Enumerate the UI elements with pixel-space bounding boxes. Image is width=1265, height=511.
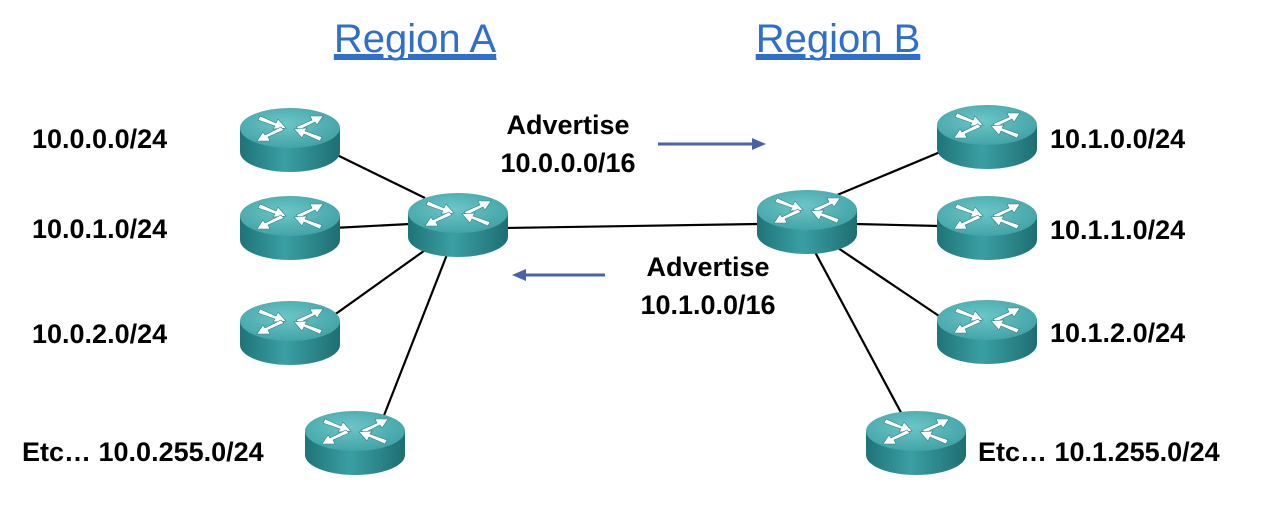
advertisement-to-b: Advertise 10.0.0.0/16 bbox=[500, 110, 766, 178]
network-label-a-0: 10.0.0.0/24 bbox=[32, 124, 167, 154]
advertisement-to-a: Advertise 10.1.0.0/16 bbox=[512, 252, 776, 320]
router-icon bbox=[304, 410, 406, 476]
advertise-to-a-verb: Advertise bbox=[646, 252, 769, 282]
network-label-a-1: 10.0.1.0/24 bbox=[32, 214, 167, 244]
router-icon bbox=[756, 189, 858, 255]
advertise-to-b-verb: Advertise bbox=[506, 110, 629, 140]
network-label-b-1: 10.1.1.0/24 bbox=[1050, 215, 1185, 245]
link-b-2 bbox=[837, 247, 943, 319]
link-a-3 bbox=[381, 251, 450, 419]
network-label-a-2: 10.0.2.0/24 bbox=[32, 319, 167, 349]
router-icon bbox=[865, 410, 967, 476]
router-icon bbox=[239, 300, 341, 366]
network-label-b-3: Etc… 10.1.255.0/24 bbox=[978, 437, 1220, 467]
network-label-a-3: Etc… 10.0.255.0/24 bbox=[22, 437, 264, 467]
region-b-links bbox=[814, 148, 946, 421]
link-a-0 bbox=[332, 152, 426, 199]
advertise-to-b-prefix: 10.0.0.0/16 bbox=[500, 148, 635, 178]
core-link bbox=[504, 222, 759, 230]
router-icon bbox=[936, 104, 1038, 170]
region-a-title: Region A bbox=[334, 17, 497, 61]
arrowhead-right-icon bbox=[752, 138, 766, 150]
advertise-to-a-prefix: 10.1.0.0/16 bbox=[640, 290, 775, 320]
network-label-b-0: 10.1.0.0/24 bbox=[1050, 124, 1185, 154]
arrowhead-left-icon bbox=[512, 269, 526, 281]
router-icon bbox=[936, 195, 1038, 261]
region-a-links bbox=[329, 152, 450, 419]
link-b-3 bbox=[814, 251, 906, 421]
router-icon bbox=[239, 195, 341, 261]
region-b-title: Region B bbox=[756, 17, 921, 61]
link-b-1 bbox=[854, 222, 941, 228]
router-icon bbox=[239, 107, 341, 173]
link-a-1 bbox=[332, 222, 411, 230]
router-icon bbox=[936, 299, 1038, 365]
network-label-b-2: 10.1.2.0/24 bbox=[1050, 318, 1185, 348]
link-b-0 bbox=[829, 148, 946, 200]
link-a-2 bbox=[329, 247, 429, 319]
router-icon bbox=[407, 192, 509, 258]
